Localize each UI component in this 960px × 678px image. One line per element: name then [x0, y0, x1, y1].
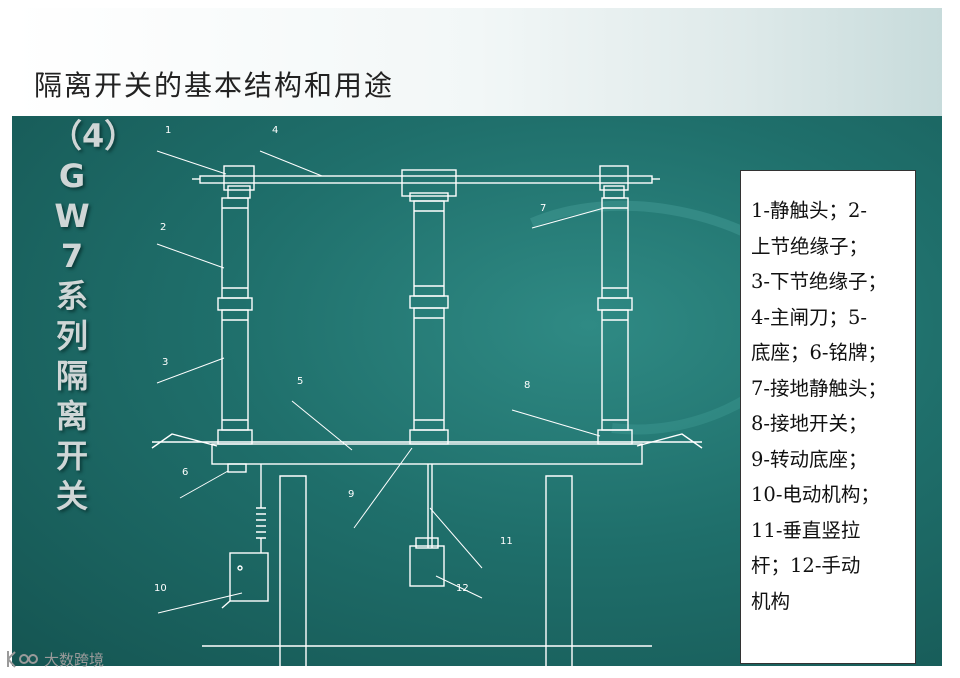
legend-line: 8-接地开关； — [751, 412, 868, 435]
static-contact-cap-left — [227, 185, 251, 199]
legend-line: 7-接地静触头； — [751, 376, 887, 400]
insulator-upper-center — [413, 200, 445, 297]
legend-line: 杆；12-手动 — [751, 554, 861, 577]
insulator-lower-right — [601, 309, 629, 431]
callout-2: 2 — [160, 222, 166, 233]
leader-line-7 — [531, 207, 605, 229]
nameplate — [227, 463, 247, 473]
base-frame — [211, 443, 643, 465]
callout-7: 7 — [540, 203, 546, 214]
watermark: 大数跨境 — [4, 648, 104, 670]
center-hub — [401, 169, 457, 197]
leader-line-3 — [156, 357, 225, 384]
insulator-upper-left — [221, 197, 249, 299]
callout-3: 3 — [162, 357, 168, 368]
insulator-upper-right — [601, 197, 629, 299]
callout-6: 6 — [182, 467, 188, 478]
static-contact-left — [223, 165, 255, 191]
insulator-lower-left — [221, 309, 249, 431]
leader-line-1 — [156, 150, 227, 175]
callout-1: 1 — [165, 125, 171, 136]
manual-mechanism — [409, 545, 445, 587]
leader-line-5 — [291, 400, 353, 451]
insulator-flange-right — [597, 297, 633, 311]
grounding-arm-right — [636, 433, 703, 449]
callout-10: 10 — [154, 583, 167, 594]
electric-mechanism — [229, 552, 269, 602]
callout-4: 4 — [272, 125, 278, 136]
legend-line: 机构 — [751, 589, 791, 613]
legend-line: 3-下节绝缘子； — [751, 270, 887, 293]
legend-line: 11-垂直竖拉 — [751, 518, 861, 542]
slide-title: 隔离开关的基本结构和用途 — [34, 69, 395, 102]
legend-line: 上节绝缘子； — [751, 234, 869, 258]
legend-box: 1-静触头；2- 上节绝缘子； 3-下节绝缘子； 4-主闸刀；5- 底座；6-铭… — [740, 170, 916, 664]
side-title: （4）GW7系列隔离开关 — [50, 117, 137, 515]
watermark-text: 大数跨境 — [44, 650, 105, 669]
leader-line-12 — [435, 575, 483, 599]
legend-line: 9-转动底座； — [751, 447, 868, 471]
callout-11: 11 — [500, 536, 513, 547]
legend-line: 1-静触头；2- — [751, 199, 867, 222]
leader-line-6 — [179, 470, 229, 499]
drive-spring — [256, 507, 266, 539]
support-post-right — [545, 475, 573, 666]
insulator-flange-left — [217, 297, 253, 311]
insulator-flange-center — [409, 295, 449, 309]
main-blade — [199, 175, 653, 184]
callout-8: 8 — [524, 380, 530, 391]
callout-5: 5 — [297, 376, 303, 387]
leader-line-2 — [156, 243, 225, 269]
static-contact-cap-right — [603, 185, 625, 199]
leader-line-8 — [511, 409, 601, 437]
callout-9: 9 — [348, 489, 354, 500]
leader-line-4 — [259, 150, 323, 177]
slide-header: 隔离开关的基本结构和用途 — [12, 8, 942, 116]
static-contact-right — [599, 165, 629, 191]
hub-cap — [409, 192, 449, 202]
legend-line: 4-主闸刀；5- — [751, 305, 867, 329]
callout-12: 12 — [456, 583, 469, 594]
grounding-arm-left — [151, 433, 218, 449]
support-post-left — [279, 475, 307, 666]
leader-line-10 — [157, 592, 243, 614]
slide: 隔离开关的基本结构和用途 — [12, 8, 942, 666]
legend-line: 10-电动机构； — [751, 483, 880, 506]
leader-line-9 — [353, 447, 413, 529]
leader-line-11 — [429, 507, 483, 569]
legend-line: 底座；6-铭牌； — [751, 341, 887, 364]
watermark-logo-icon — [7, 651, 38, 668]
insulator-lower-center — [413, 307, 445, 431]
